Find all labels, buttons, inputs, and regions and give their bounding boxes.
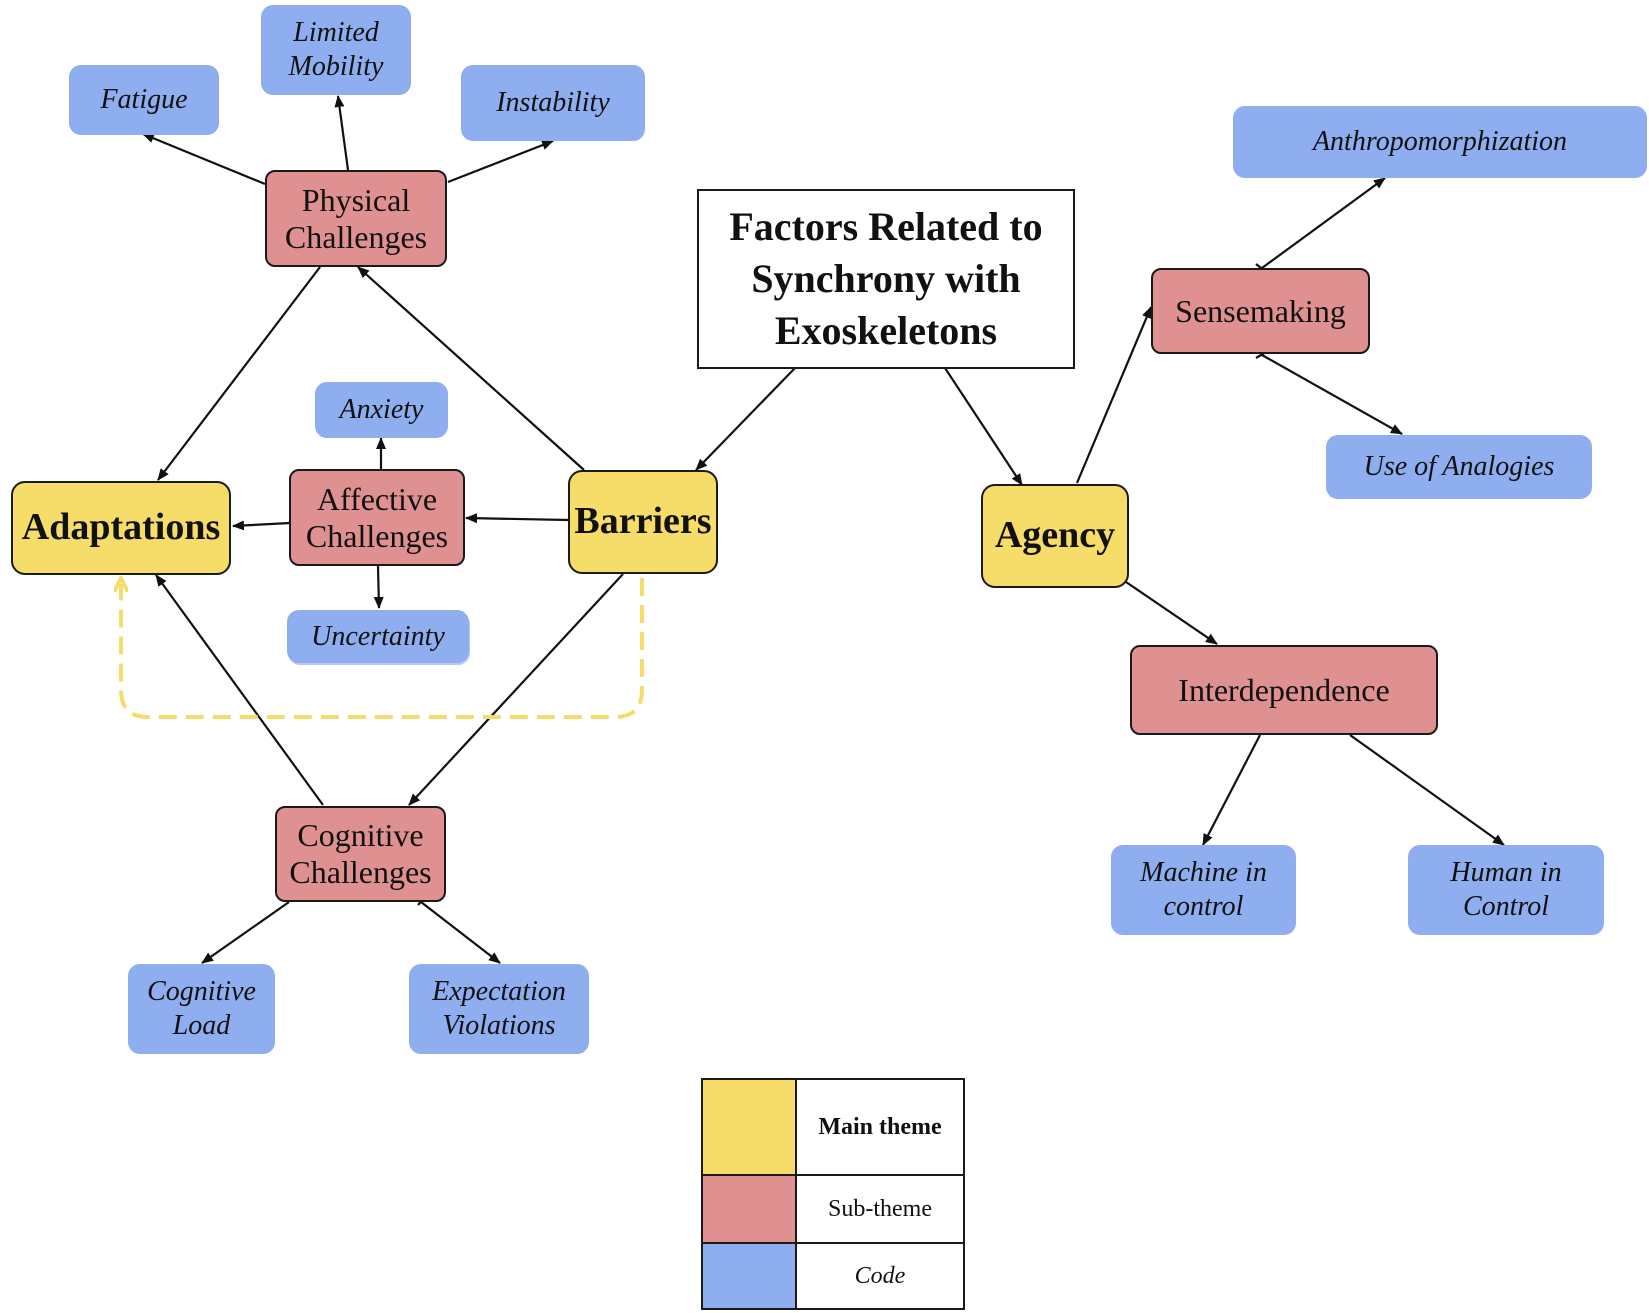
edge-affective-uncertainty xyxy=(373,565,384,609)
code-anxiety[interactable]: Anxiety xyxy=(315,382,448,438)
code-instability-label: Instability xyxy=(496,87,610,119)
sub-theme-cognitive-challenges[interactable]: Cognitive Challenges xyxy=(275,806,446,902)
edge-cognitive-adaptations xyxy=(155,574,324,806)
main-theme-agency-label: Agency xyxy=(994,514,1116,557)
code-human-in-control-label: Human in Control xyxy=(1450,857,1562,922)
diagram-title: Factors Related to Synchrony with Exoske… xyxy=(697,189,1075,369)
edge-sensemaking-analogies xyxy=(1261,354,1403,435)
edge-physical-fatigue xyxy=(142,132,266,186)
code-uncertainty-label: Uncertainty xyxy=(311,620,445,652)
code-human-in-control[interactable]: Human in Control xyxy=(1408,845,1604,935)
edge-title-agency xyxy=(944,367,1023,486)
code-cognitive-load[interactable]: Cognitive Load xyxy=(128,964,275,1054)
edge-sensemaking-anthropomorphization xyxy=(1261,177,1386,269)
sub-theme-physical-label: Physical Challenges xyxy=(284,181,428,255)
legend: Main theme Sub-theme Code xyxy=(701,1078,965,1310)
code-machine-in-control[interactable]: Machine in control xyxy=(1111,845,1296,935)
main-theme-adaptations-label: Adaptations xyxy=(21,506,221,549)
code-expectation-violations[interactable]: Expectation Violations xyxy=(409,964,589,1054)
sub-theme-interdependence-label: Interdependence xyxy=(1178,671,1390,708)
edge-physical-instability xyxy=(447,139,554,184)
code-cognitive-load-label: Cognitive Load xyxy=(147,976,256,1041)
sub-theme-cognitive-label: Cognitive Challenges xyxy=(289,817,432,890)
edge-affective-adaptations xyxy=(232,520,291,531)
main-theme-agency[interactable]: Agency xyxy=(981,484,1129,588)
sub-theme-sensemaking[interactable]: Sensemaking xyxy=(1151,268,1370,354)
code-limited-mobility-label: Limited Mobility xyxy=(288,17,384,82)
code-fatigue[interactable]: Fatigue xyxy=(69,65,219,135)
code-uncertainty[interactable]: Uncertainty xyxy=(287,610,469,663)
diagram-title-text: Factors Related to Synchrony with Exoske… xyxy=(729,204,1043,353)
edge-interdependence-machine xyxy=(1202,734,1261,846)
sub-theme-affective-challenges[interactable]: Affective Challenges xyxy=(289,469,465,566)
edge-barriers-cognitive xyxy=(408,573,624,806)
edge-barriers-adaptations-dashed xyxy=(121,578,644,719)
edge-agency-sensemaking xyxy=(1075,306,1153,484)
sub-theme-sensemaking-label: Sensemaking xyxy=(1175,292,1346,329)
legend-swatch-sub-theme xyxy=(703,1176,797,1244)
edge-barriers-physical xyxy=(357,266,585,471)
code-limited-mobility[interactable]: Limited Mobility xyxy=(261,5,411,95)
code-fatigue-label: Fatigue xyxy=(100,84,188,116)
edge-cognitive-expectation xyxy=(420,901,501,964)
sub-theme-affective-label: Affective Challenges xyxy=(305,480,449,554)
main-theme-adaptations[interactable]: Adaptations xyxy=(11,481,231,575)
legend-label-main-theme: Main theme xyxy=(797,1080,963,1176)
main-theme-barriers[interactable]: Barriers xyxy=(568,470,718,574)
edge-physical-adaptations xyxy=(157,266,321,481)
code-expectation-violations-label: Expectation Violations xyxy=(432,976,566,1041)
code-anthropomorphization[interactable]: Anthropomorphization xyxy=(1233,106,1647,178)
edge-title-barriers xyxy=(695,367,796,471)
code-anxiety-label: Anxiety xyxy=(339,394,424,426)
code-machine-in-control-label: Machine in control xyxy=(1140,857,1267,922)
legend-label-sub-theme: Sub-theme xyxy=(797,1176,963,1244)
edge-barriers-affective xyxy=(465,513,569,524)
legend-swatch-main-theme xyxy=(703,1080,797,1176)
main-theme-barriers-label: Barriers xyxy=(574,500,712,543)
code-instability[interactable]: Instability xyxy=(461,65,645,141)
edge-interdependence-human xyxy=(1349,734,1505,846)
sub-theme-physical-challenges[interactable]: Physical Challenges xyxy=(265,170,447,267)
legend-swatch-code xyxy=(703,1244,797,1308)
edge-agency-interdependence xyxy=(1125,581,1218,645)
code-use-of-analogies-label: Use of Analogies xyxy=(1363,451,1555,483)
code-use-of-analogies[interactable]: Use of Analogies xyxy=(1326,435,1592,499)
edge-cognitive-load xyxy=(201,901,290,964)
code-anthropomorphization-label: Anthropomorphization xyxy=(1312,126,1568,158)
sub-theme-interdependence[interactable]: Interdependence xyxy=(1130,645,1438,735)
edge-physical-mobility xyxy=(334,95,350,171)
legend-label-code: Code xyxy=(854,1262,906,1289)
